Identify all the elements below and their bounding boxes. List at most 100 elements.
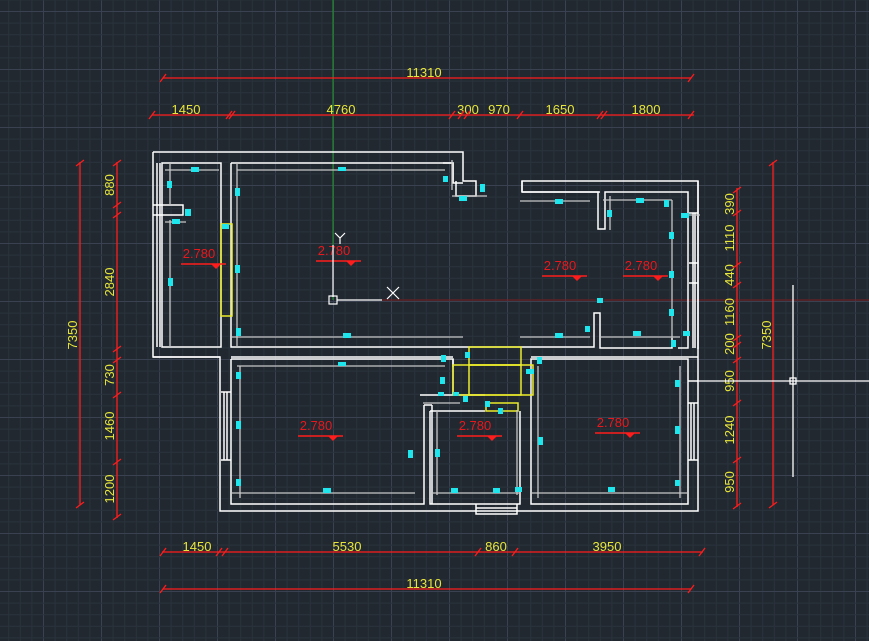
fixture-block xyxy=(235,188,240,196)
dimension-tick xyxy=(732,261,742,269)
dim-text-top-5: 1650 xyxy=(546,102,575,117)
elevation-value: 2.780 xyxy=(597,415,630,430)
dimension-tick xyxy=(732,456,742,464)
fixture-block xyxy=(675,480,680,486)
dimension-tick xyxy=(112,345,122,353)
ucs-x-label-icon xyxy=(386,286,400,300)
dimension-tick xyxy=(225,110,233,120)
dim-text-top-1: 1450 xyxy=(172,102,201,117)
fixture-block xyxy=(597,298,603,303)
fixture-block xyxy=(498,408,503,414)
fixture-block xyxy=(633,331,641,336)
elevation-triangle-icon xyxy=(487,436,497,441)
dimension-tick xyxy=(112,513,122,521)
elevation-marker-bathroom: 2.780 xyxy=(457,418,502,441)
fixture-block xyxy=(168,278,173,286)
dimension-tick xyxy=(687,584,695,594)
dimension-tick xyxy=(474,547,482,557)
fixture-block xyxy=(608,487,615,492)
fixture-block xyxy=(167,181,172,188)
ucs-icon xyxy=(328,232,400,305)
dim-text-right-2: 1110 xyxy=(722,225,737,252)
fixture-block xyxy=(671,340,676,347)
wall-upper-right xyxy=(522,191,689,349)
fixture-block xyxy=(681,213,689,218)
dimension-tick xyxy=(112,159,122,167)
fixture-block xyxy=(675,380,680,387)
elevation-triangle-icon xyxy=(346,261,356,266)
fixture-block xyxy=(636,198,644,203)
dim-text-bottom-3: 860 xyxy=(485,539,507,554)
dimension-tick xyxy=(215,547,223,557)
dimension-tick xyxy=(732,341,742,349)
fixture-block xyxy=(669,309,674,316)
dim-text-right-8: 950 xyxy=(722,471,737,493)
dim-text-left-2: 2840 xyxy=(102,268,117,297)
dimension-tick xyxy=(159,584,167,594)
fixture-block xyxy=(664,200,669,207)
elevation-marker-upper-right-room-a: 2.780 xyxy=(542,258,587,281)
dimension-tick xyxy=(112,391,122,399)
elevation-triangle-icon xyxy=(653,276,663,281)
dimension-tick xyxy=(596,110,604,120)
dimension-tick xyxy=(457,110,465,120)
dimension-tick xyxy=(112,356,122,364)
elevation-triangle-icon xyxy=(572,276,582,281)
floor-plan-walls xyxy=(152,151,699,515)
fixture-block xyxy=(463,396,468,402)
fixture-block xyxy=(185,209,191,216)
fixture-block xyxy=(538,437,543,445)
dimension-tick xyxy=(768,501,778,509)
fixture-block xyxy=(453,392,459,396)
dim-text-right-1: 390 xyxy=(722,193,737,215)
electrical-fixtures xyxy=(167,167,690,493)
elevation-marker-left-small-room: 2.780 xyxy=(181,246,226,269)
dimensions-top: 11310 1450 4760 300 970 1650 1800 xyxy=(152,65,694,117)
fixture-block xyxy=(435,449,440,457)
dimension-tick xyxy=(75,159,85,167)
dim-text-top-6: 1800 xyxy=(632,102,661,117)
fixture-block xyxy=(451,488,458,493)
fixture-block xyxy=(526,369,534,374)
fixture-block xyxy=(236,479,241,486)
dimension-tick xyxy=(732,334,742,342)
dim-text-left-4: 1460 xyxy=(102,412,117,441)
dimensions-left: 7350 880 2840 730 1460 1200 xyxy=(65,162,118,518)
dimension-tick xyxy=(112,201,122,209)
elevation-value: 2.780 xyxy=(459,418,492,433)
fixture-block xyxy=(440,377,445,384)
dim-text-top-4: 970 xyxy=(488,102,510,117)
fixture-block xyxy=(465,352,470,358)
fixture-block xyxy=(675,426,680,434)
fixture-block xyxy=(669,271,674,278)
fixture-block xyxy=(236,421,241,429)
dimension-tick xyxy=(463,110,471,120)
elevation-value: 2.780 xyxy=(183,246,216,261)
fixture-block xyxy=(669,232,674,239)
dim-text-bottom-1: 1450 xyxy=(183,539,212,554)
dimension-tick xyxy=(732,399,742,407)
dim-text-right-5: 200 xyxy=(722,333,737,355)
fixture-block xyxy=(235,265,240,273)
wall-left-room xyxy=(152,152,699,512)
fixture-block xyxy=(515,487,522,492)
opening-corridor-3 xyxy=(468,364,522,396)
elevation-triangle-icon xyxy=(328,436,338,441)
dim-text-right-overall: 7350 xyxy=(759,321,774,350)
dimension-tick xyxy=(732,356,742,364)
dimension-tick xyxy=(732,209,742,217)
dim-text-bottom-overall: 11310 xyxy=(406,576,441,591)
elevation-value: 2.780 xyxy=(625,258,658,273)
dimension-tick xyxy=(228,110,236,120)
dimensions-right: 390 1110 440 1160 200 950 1240 950 7350 xyxy=(722,162,774,507)
elevation-triangle-icon xyxy=(625,433,635,438)
dim-text-left-overall: 7350 xyxy=(65,321,80,350)
dim-text-bottom-4: 3950 xyxy=(593,539,622,554)
fixture-block xyxy=(555,199,563,204)
crosshair-cursor xyxy=(697,285,869,477)
dimension-tick xyxy=(732,281,742,289)
fixture-block xyxy=(191,167,199,172)
dimension-tick xyxy=(732,186,742,194)
